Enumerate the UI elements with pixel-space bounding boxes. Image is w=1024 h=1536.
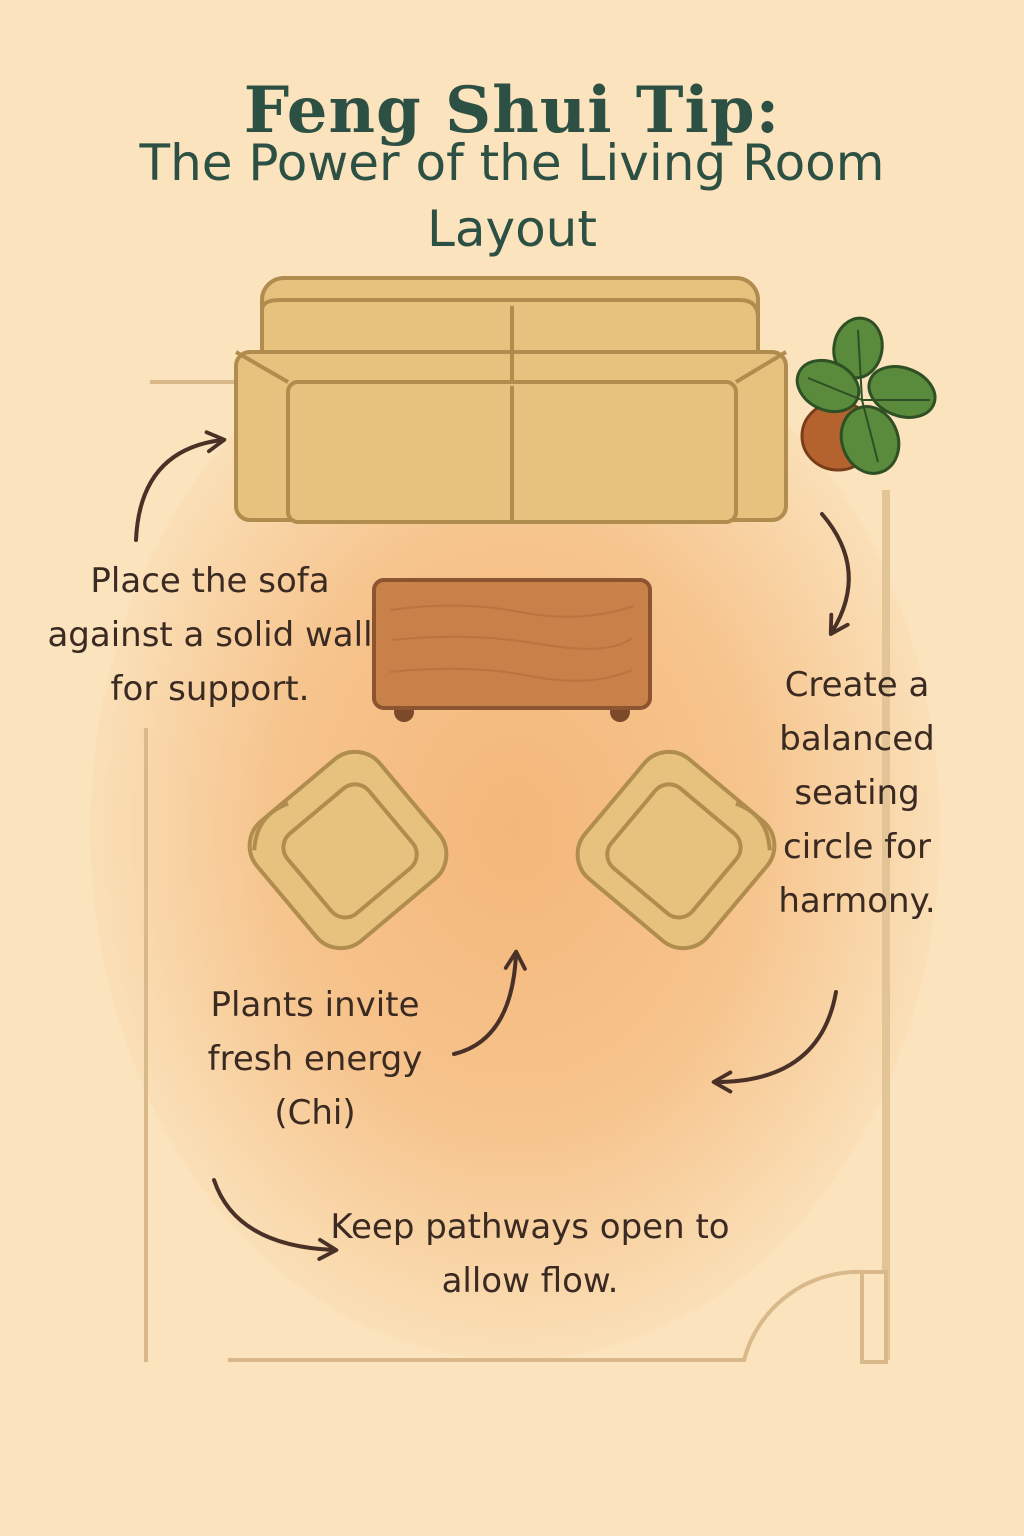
pathways-tip-text: Keep pathways open to allow flow. <box>330 1207 730 1301</box>
arrow-icon <box>452 949 527 1056</box>
coffee-table-icon <box>372 578 652 722</box>
arrow-icon <box>711 990 838 1094</box>
page-subtitle: The Power of the Living Room Layout <box>139 134 885 258</box>
armchair-icon <box>575 749 777 951</box>
sofa-icon <box>234 276 788 524</box>
seating-tip-text: Create a balanced seating circle for har… <box>778 665 936 921</box>
armchair-icon <box>247 749 449 951</box>
sofa-tip-text: Place the sofa against a solid wall for … <box>47 561 373 709</box>
page-title: Feng Shui Tip: <box>243 72 781 148</box>
plant-icon <box>795 316 937 475</box>
arrow-icon <box>134 430 227 542</box>
arrow-icon <box>212 1178 339 1261</box>
arrow-icon <box>820 512 851 636</box>
door-icon <box>742 1269 888 1364</box>
plants-tip-text: Plants invite fresh energy (Chi) <box>207 985 423 1133</box>
room-walls <box>144 380 890 1362</box>
